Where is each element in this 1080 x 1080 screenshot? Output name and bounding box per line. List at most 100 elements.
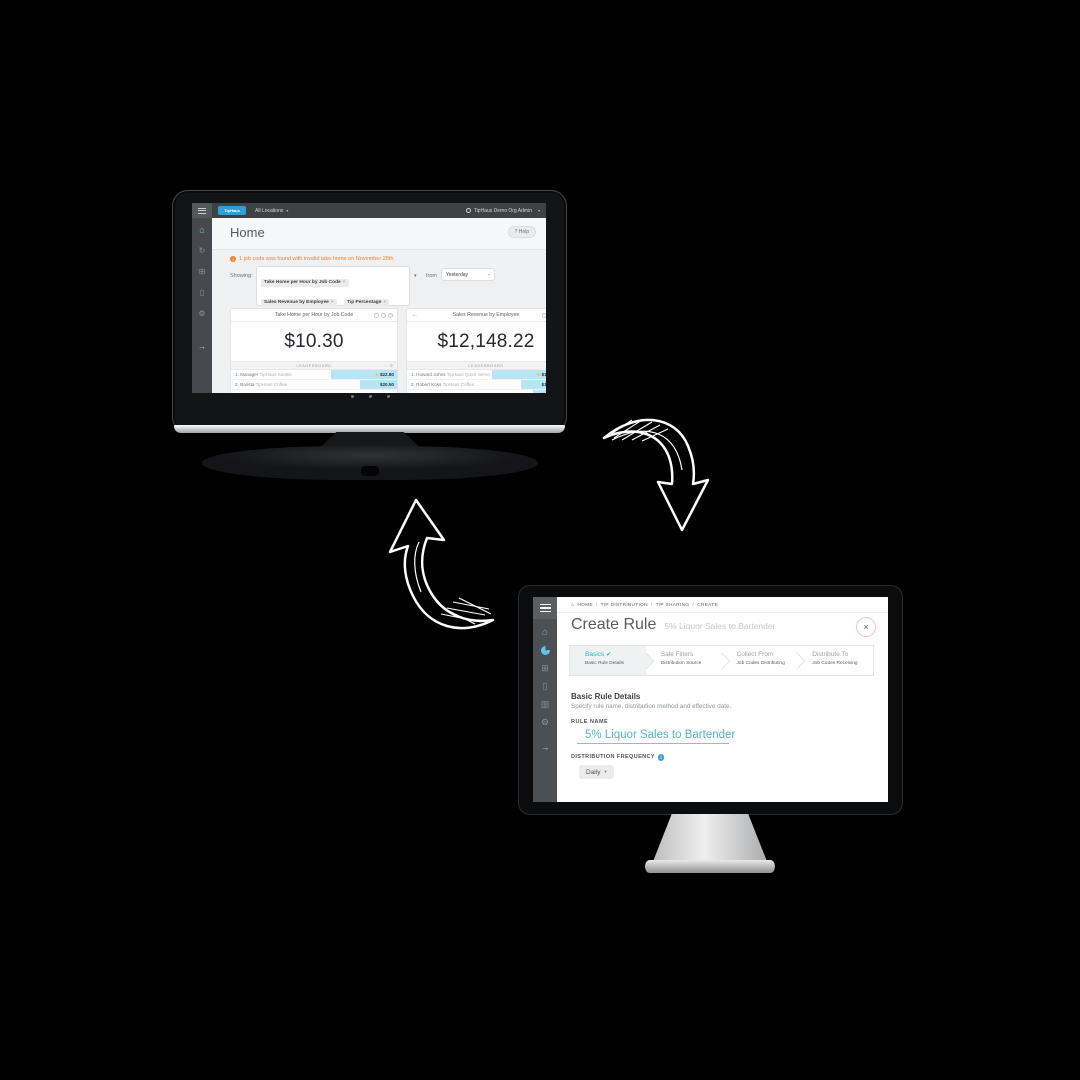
pos-page-header: Home ? Help	[212, 218, 546, 250]
trophy-icon: ★	[536, 372, 541, 377]
wizard-steps: Basics✔ Basic Rule Details Sale Filters …	[569, 645, 874, 676]
user-menu[interactable]: TipHaus Demo Org Admin ▾	[465, 208, 540, 214]
pos-dot	[387, 395, 390, 398]
card-option-icons[interactable]	[542, 313, 546, 318]
tiphaus-logo: TipHaus	[218, 206, 246, 215]
breadcrumb: ⌂ HOME / TIP DISTRIBUTION / TIP SHARING …	[571, 602, 718, 608]
breadcrumb-item[interactable]: TIP SHARING	[655, 602, 690, 608]
pos-topbar: TipHaus All Locations▾ TipHaus Demo Org …	[192, 203, 546, 218]
leaderboard-bar	[330, 370, 397, 379]
page-subtitle: 5% Liquor Sales to Bartender	[664, 621, 776, 631]
card-header: ← Sales Revenue by Employee	[407, 309, 546, 322]
frequency-label: DISTRIBUTION FREQUENCY i	[571, 754, 665, 761]
metric-value: $10.30	[284, 330, 344, 352]
leaderboard-header: LEADERBOARD ↓ ⚙	[231, 361, 397, 370]
chevron-down-icon: ▾	[604, 769, 607, 774]
collapse-arrow-icon[interactable]: →	[540, 742, 550, 752]
desktop-screen: ⌂ ⊞ ▯ ▥ ⚙ → ⌂ HOME / TIP DISTRIBUTION / …	[533, 597, 888, 802]
location-selector[interactable]: All Locations▾	[255, 207, 289, 214]
home-icon[interactable]: ⌂	[541, 627, 549, 638]
leaderboard-row: 2. Robert Koss TipHaus Coffee $1,236.85	[407, 380, 546, 390]
metric-card-take-home: Take Home per Hour by Job Code $10.30 LE…	[230, 308, 398, 393]
reports-chart-icon[interactable]: ▥	[540, 699, 550, 709]
pos-sidebar: ⌂ ↻ ⊞ ▯ ⚙ →	[192, 218, 212, 393]
leaderboard-bar	[533, 390, 546, 393]
sync-icon[interactable]: ↻	[198, 246, 206, 255]
pos-dot	[369, 395, 372, 398]
metric-multiselect[interactable]: Take Home per Hour by Job Code× Sales Re…	[256, 266, 410, 315]
frequency-dropdown[interactable]: Daily ▾	[579, 765, 614, 779]
warning-icon: !	[230, 256, 236, 262]
leaderboard-row: 1. Howard Johns TipHaus Quick Serve ★$1,…	[407, 370, 546, 380]
chip-close-icon[interactable]: ×	[330, 300, 334, 305]
filter-chip[interactable]: Tip Percentage×	[344, 298, 390, 307]
chip-close-icon[interactable]: ×	[383, 300, 387, 305]
tip-distribution-pie-icon[interactable]	[540, 646, 550, 655]
rule-name-label: RULE NAME	[571, 719, 609, 725]
alert-text: 1 job code was found with invalid take h…	[239, 256, 395, 262]
device-icon[interactable]: ▯	[542, 681, 548, 691]
gear-icon[interactable]: ⚙	[540, 717, 550, 727]
step-basics[interactable]: Basics✔ Basic Rule Details	[570, 646, 646, 675]
pos-dot	[351, 395, 354, 398]
pos-base-notch	[361, 466, 379, 476]
leaderboard-bar	[520, 380, 546, 389]
trophy-icon: ★	[374, 372, 379, 377]
page-title: Create Rule	[571, 616, 657, 633]
chevron-down-icon: ▾	[286, 207, 289, 213]
pos-screen: TipHaus All Locations▾ TipHaus Demo Org …	[192, 203, 546, 393]
arrow-bottom-to-top-icon	[388, 498, 495, 630]
leaderboard-icons[interactable]: ↓ ⚙	[384, 363, 394, 368]
close-button[interactable]: ×	[856, 617, 876, 637]
breadcrumb-item[interactable]: HOME	[577, 602, 593, 608]
leaderboard-header: LEADERBOARD ↓ ⚙	[407, 361, 546, 370]
info-icon[interactable]: i	[657, 754, 665, 761]
filter-chip[interactable]: Sales Revenue by Employee×	[261, 298, 337, 307]
alert-banner: ! 1 job code was found with invalid take…	[230, 256, 395, 262]
breadcrumb-item[interactable]: CREATE	[697, 602, 718, 608]
desktop-stand-base	[645, 860, 775, 873]
chevron-down-icon: ▾	[537, 208, 540, 213]
step-sale-filters[interactable]: Sale Filters Distribution Source	[645, 646, 722, 675]
apps-grid-icon[interactable]: ⊞	[541, 663, 549, 673]
divider	[557, 612, 888, 613]
home-icon[interactable]: ⌂	[199, 225, 205, 235]
desktop-main: ⌂ HOME / TIP DISTRIBUTION / TIP SHARING …	[557, 597, 888, 802]
home-icon[interactable]: ⌂	[571, 602, 575, 608]
desktop-stand-neck	[652, 814, 768, 864]
pos-main: Home ? Help ! 1 job code was found with …	[212, 218, 546, 393]
showing-label: Showing:	[230, 273, 253, 279]
card-option-icons[interactable]	[374, 313, 393, 318]
page-title: Home	[230, 225, 265, 240]
leaderboard-bar	[492, 370, 546, 379]
back-arrow-icon[interactable]: ←	[412, 312, 418, 318]
close-icon: ×	[863, 622, 869, 632]
leaderboard-bar	[360, 380, 397, 389]
device-icon[interactable]: ▯	[199, 288, 205, 297]
collapse-arrow-icon[interactable]: →	[198, 342, 206, 351]
menu-icon[interactable]	[192, 203, 212, 218]
page-title-row: Create Rule 5% Liquor Sales to Bartender	[571, 616, 775, 634]
leaderboard-row: 3. $1,007.12	[407, 390, 546, 393]
check-icon: ✔	[606, 652, 612, 658]
metric-card-sales-revenue: ← Sales Revenue by Employee $12,148.22 L…	[406, 308, 546, 393]
breadcrumb-item[interactable]: TIP DISTRIBUTION	[600, 602, 648, 608]
apps-grid-icon[interactable]: ⊞	[198, 267, 206, 276]
leaderboard-row: 1. Manager TipHaus Seattle ★$22.80	[231, 370, 397, 380]
chip-close-icon[interactable]: ×	[342, 280, 346, 285]
gear-icon[interactable]: ⚙	[198, 309, 206, 318]
menu-icon[interactable]	[533, 597, 557, 619]
step-distribute-to[interactable]: Distribute To Job Codes Receiving	[797, 646, 873, 675]
chevron-down-icon[interactable]: ▾	[414, 273, 417, 279]
rule-name-input[interactable]: 5% Liquor Sales to Bartender	[577, 727, 735, 744]
step-collect-from[interactable]: Collect From Job Codes Distributing	[721, 646, 798, 675]
arrow-top-to-bottom-icon	[602, 418, 710, 532]
desktop-sidebar: ⌂ ⊞ ▯ ▥ ⚙ →	[533, 597, 557, 802]
from-label: from	[426, 273, 437, 279]
help-button[interactable]: ? Help	[507, 226, 536, 238]
filter-chip[interactable]: Take Home per Hour by Job Code×	[261, 278, 349, 287]
leaderboard-row: 2. Barista TipHaus Coffee $20.50	[231, 380, 397, 390]
pos-silver-edge	[174, 425, 565, 433]
date-range-select[interactable]: Yesterday ▾	[441, 268, 495, 281]
account-icon	[465, 208, 471, 213]
